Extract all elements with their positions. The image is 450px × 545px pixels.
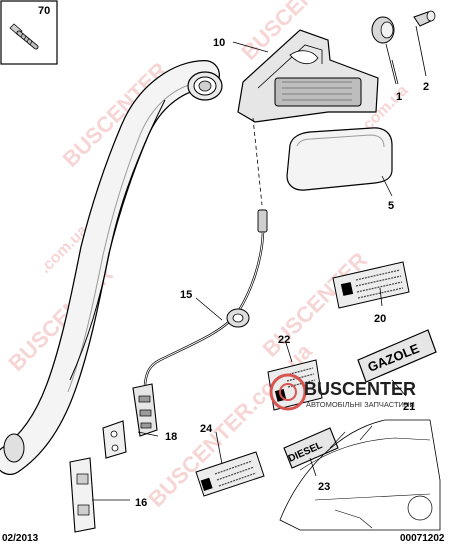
fuel-flap	[286, 127, 393, 191]
filler-housing	[237, 29, 379, 123]
release-handle	[102, 383, 158, 459]
callout-24: 24	[200, 423, 213, 435]
callout-23: 23	[318, 481, 330, 493]
filler-neck-pipe	[0, 60, 223, 475]
leader-lines	[92, 25, 427, 501]
label-21-gazole: GAZOLE	[357, 329, 437, 383]
callout-18: 18	[165, 431, 177, 443]
callout-15: 15	[180, 289, 192, 301]
inset-part-70: 70	[0, 0, 58, 65]
release-cable	[143, 209, 268, 386]
callout-21: 21	[403, 401, 415, 413]
trim-bezel	[69, 457, 96, 533]
screw-icon	[9, 23, 39, 50]
inset-part-number: 70	[38, 5, 50, 17]
assembly-axis-line	[252, 117, 263, 206]
callouts: 10 1 2 5 15 20 22 21 24 18 23 16	[135, 37, 429, 509]
callout-20: 20	[374, 313, 386, 325]
logo-subtitle: АВТОМОБІЛЬНІ ЗАПЧАСТИНИ	[306, 400, 415, 409]
callout-1: 1	[396, 91, 402, 103]
date-code: 02/2013	[2, 533, 39, 544]
logo-title: BUSCENTER	[304, 379, 416, 399]
label-24	[195, 451, 265, 497]
vehicle-outline	[279, 419, 441, 531]
label-20	[332, 261, 410, 309]
callout-2: 2	[423, 81, 429, 93]
buscenter-logo: BUSCENTER АВТОМОБІЛЬНІ ЗАПЧАСТИНИ	[269, 373, 416, 411]
plug	[413, 10, 436, 27]
reference-code: 00071202	[400, 533, 445, 544]
callout-16: 16	[135, 497, 147, 509]
callout-22: 22	[278, 334, 290, 346]
label-23-diesel: DIESEL	[283, 427, 339, 469]
callout-5: 5	[388, 200, 394, 212]
callout-10: 10	[213, 37, 225, 49]
grommet	[371, 16, 395, 44]
